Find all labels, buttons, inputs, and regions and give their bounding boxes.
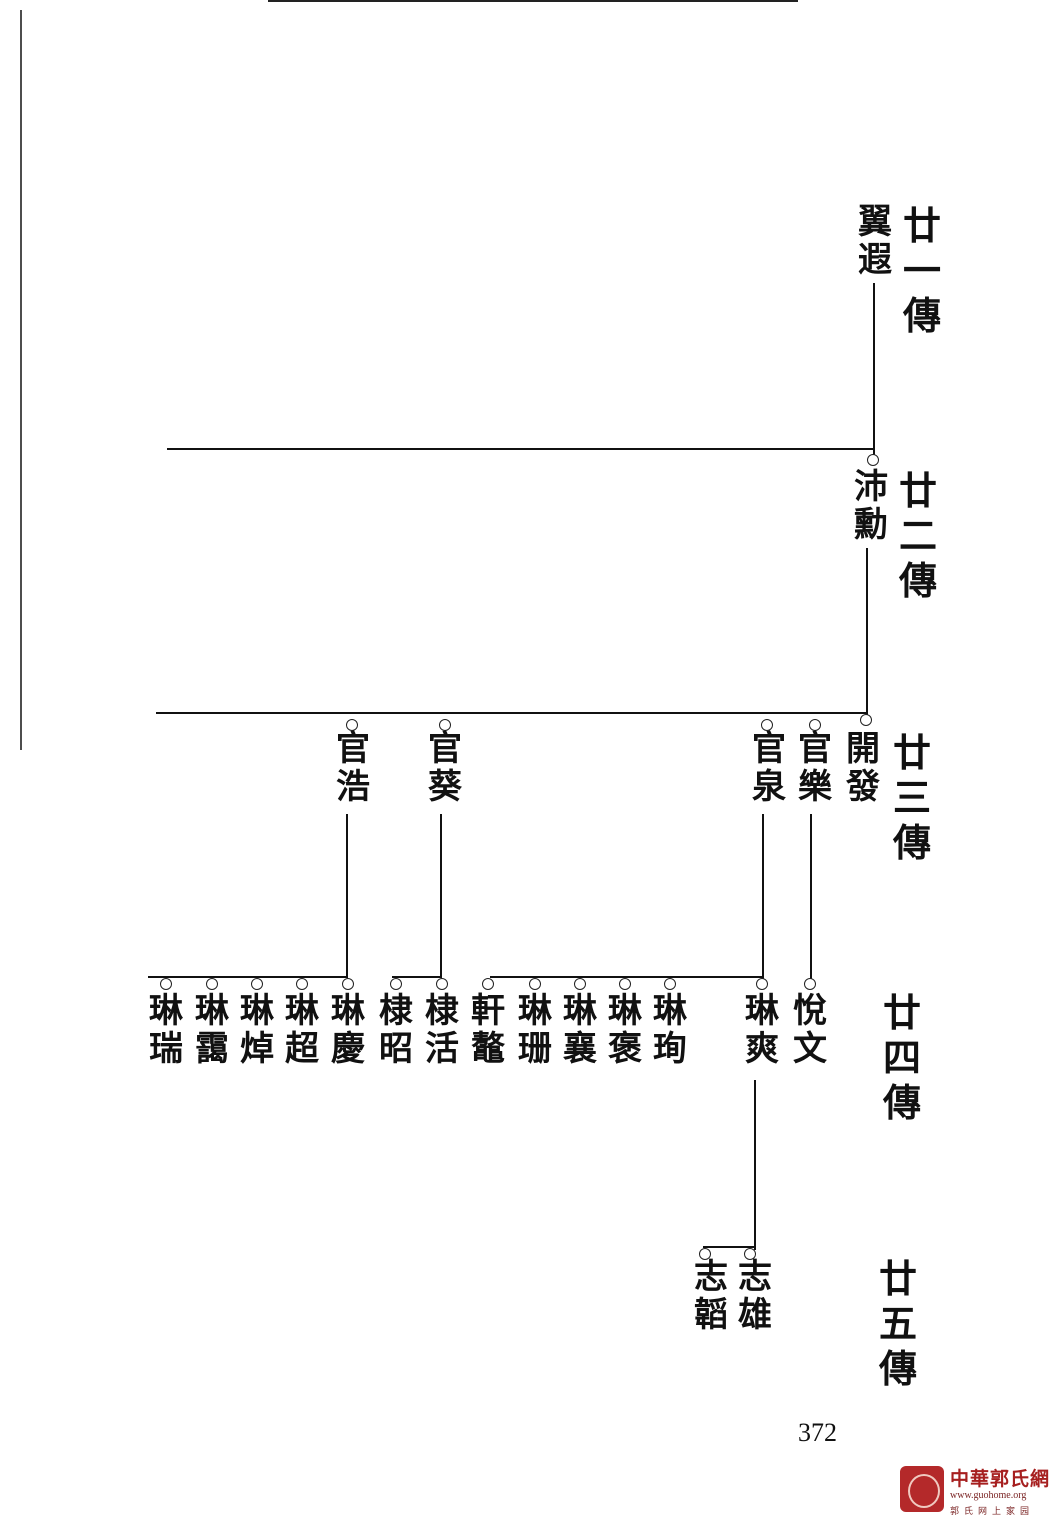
logo-subtitle: 郭氏网上家园 <box>950 1507 1035 1517</box>
generation-label-25: 廿五傳 <box>878 1256 917 1391</box>
lineage-node <box>619 978 631 990</box>
descent-line <box>866 548 868 716</box>
person-name: 官浩 <box>336 729 370 807</box>
lineage-node <box>160 978 172 990</box>
scan-left-edge <box>20 10 22 750</box>
generation-label-23: 廿三傳 <box>892 730 931 865</box>
lineage-node <box>699 1248 711 1260</box>
sibling-line <box>156 712 868 714</box>
person-name: 官樂 <box>798 729 832 807</box>
descent-line <box>810 814 812 980</box>
person-name: 棣昭 <box>379 991 413 1069</box>
lineage-node <box>529 978 541 990</box>
lineage-node <box>436 978 448 990</box>
scan-top-edge <box>268 0 798 2</box>
descent-line <box>346 814 348 978</box>
person-name: 志韜 <box>694 1257 728 1335</box>
person-name: 翼遐 <box>858 202 892 280</box>
generation-label-22: 廿二傳 <box>898 468 937 603</box>
sibling-line <box>703 1246 756 1248</box>
lineage-node <box>206 978 218 990</box>
descent-line <box>762 814 764 980</box>
person-name: 官泉 <box>752 729 786 807</box>
site-logo: 中華郭氏網 www.guohome.org 郭氏网上家园 <box>898 1464 1056 1522</box>
logo-title: 中華郭氏網 <box>950 1468 1051 1490</box>
lineage-node <box>664 978 676 990</box>
lineage-node <box>867 454 879 466</box>
person-name: 琳慶 <box>331 991 365 1069</box>
descent-line <box>754 1080 756 1250</box>
person-name: 軒鼇 <box>471 991 505 1069</box>
lineage-node <box>761 719 773 731</box>
sibling-line <box>392 976 442 978</box>
person-name: 沛勳 <box>854 467 888 545</box>
person-name: 棣活 <box>425 991 459 1069</box>
person-name: 琳褒 <box>608 991 642 1069</box>
person-name: 官葵 <box>428 729 462 807</box>
person-name: 悅文 <box>793 991 827 1069</box>
lineage-node <box>809 719 821 731</box>
lineage-node <box>342 978 354 990</box>
descent-line <box>873 283 875 455</box>
lineage-node <box>251 978 263 990</box>
lineage-node <box>860 714 872 726</box>
seal-icon <box>900 1466 944 1512</box>
person-name: 琳爽 <box>745 991 779 1069</box>
sibling-line <box>148 976 348 978</box>
descent-line <box>440 814 442 978</box>
lineage-node <box>574 978 586 990</box>
logo-url: www.guohome.org <box>950 1490 1027 1501</box>
sibling-line <box>167 448 874 450</box>
person-name: 琳瑞 <box>149 991 183 1069</box>
person-name: 開發 <box>846 729 880 807</box>
person-name: 琳焯 <box>240 991 274 1069</box>
generation-label-21: 廿一傳 <box>902 203 941 338</box>
person-name: 琳襄 <box>563 991 597 1069</box>
lineage-node <box>439 719 451 731</box>
lineage-node <box>390 978 402 990</box>
lineage-node <box>804 978 816 990</box>
lineage-node <box>482 978 494 990</box>
person-name: 琳珣 <box>653 991 687 1069</box>
person-name: 琳珊 <box>518 991 552 1069</box>
lineage-node <box>296 978 308 990</box>
lineage-node <box>756 978 768 990</box>
person-name: 志雄 <box>738 1257 772 1335</box>
page-number: 372 <box>798 1418 837 1447</box>
person-name: 琳超 <box>285 991 319 1069</box>
sibling-line <box>490 976 764 978</box>
person-name: 琳靄 <box>195 991 229 1069</box>
generation-label-24: 廿四傳 <box>882 990 921 1125</box>
lineage-node <box>744 1248 756 1260</box>
lineage-node <box>346 719 358 731</box>
